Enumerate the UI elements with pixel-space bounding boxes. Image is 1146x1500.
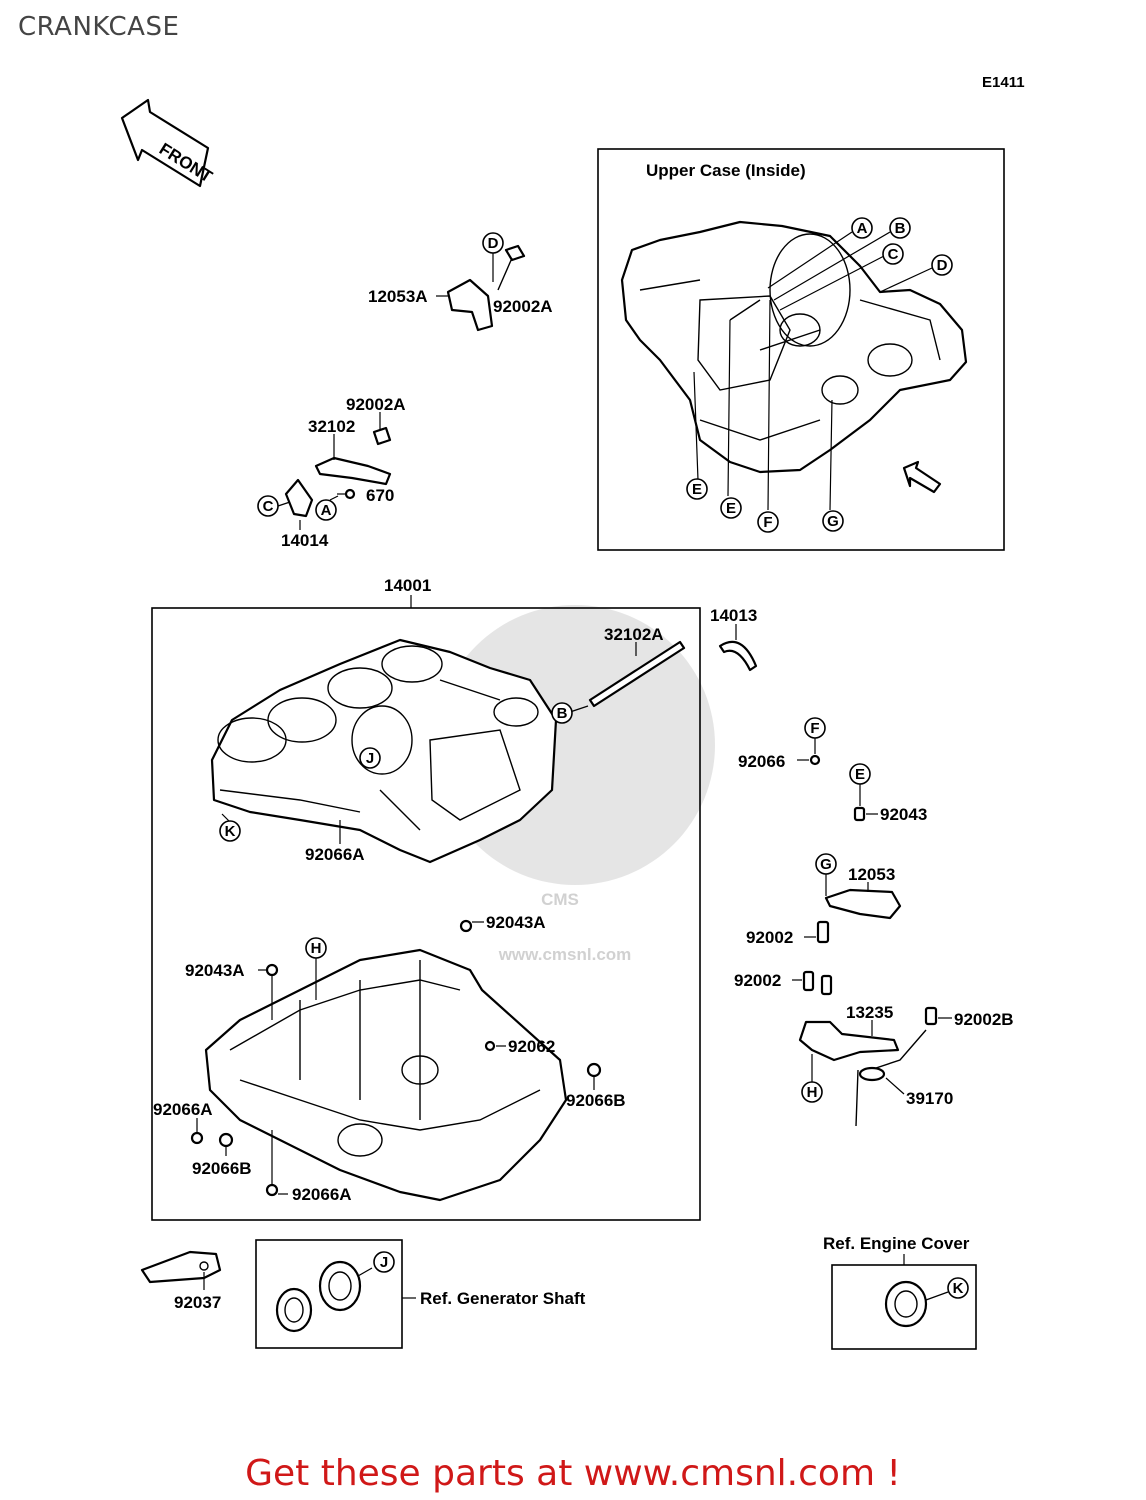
callout-H-right: H — [801, 1081, 823, 1103]
svg-text:D: D — [937, 257, 948, 274]
callout-E-inset-2: E — [720, 497, 742, 519]
upper-crankcase-drawing — [210, 638, 558, 864]
ref-engine-cover: Ref. Engine Cover — [823, 1234, 970, 1253]
callout-E-right: E — [849, 763, 871, 785]
svg-text:B: B — [895, 220, 906, 237]
part-32102-group — [277, 412, 392, 530]
callout-J-main: J — [359, 747, 381, 769]
svg-text:C: C — [263, 498, 274, 515]
svg-text:G: G — [827, 513, 839, 530]
svg-text:G: G — [820, 856, 832, 873]
callout-C-inset: C — [882, 243, 904, 265]
label-92066B-left: 92066B — [192, 1159, 252, 1178]
upper-case-title: Upper Case (Inside) — [646, 161, 806, 180]
label-32102: 32102 — [308, 417, 355, 436]
svg-text:D: D — [488, 235, 499, 252]
generator-shaft-seals — [255, 1239, 416, 1349]
part-92037 — [140, 1250, 222, 1290]
callout-G-right: G — [815, 853, 837, 875]
label-92002B: 92002B — [954, 1010, 1014, 1029]
part-32102A — [569, 640, 686, 713]
upper-case-inset: Upper Case (Inside) — [597, 148, 1005, 551]
callout-E-inset-1: E — [686, 478, 708, 500]
label-92043A-right: 92043A — [486, 913, 546, 932]
callout-B-main: B — [551, 702, 573, 724]
svg-text:E: E — [855, 766, 865, 783]
label-14014: 14014 — [281, 531, 329, 550]
label-92066A-bottom: 92066A — [292, 1185, 352, 1204]
label-92002A-mid: 92002A — [346, 395, 406, 414]
svg-text:F: F — [810, 720, 819, 737]
part-12053A-group — [436, 244, 526, 332]
svg-text:E: E — [692, 481, 702, 498]
svg-text:A: A — [321, 502, 332, 519]
part-14013 — [718, 624, 758, 672]
ref-generator-shaft: Ref. Generator Shaft — [420, 1289, 586, 1308]
right-column-parts — [792, 738, 952, 1127]
svg-text:C: C — [888, 246, 899, 263]
label-92043: 92043 — [880, 805, 927, 824]
diagram-code: E1411 — [982, 74, 1025, 91]
callout-F-inset: F — [757, 511, 779, 533]
label-670: 670 — [366, 486, 394, 505]
svg-text:B: B — [557, 705, 568, 722]
svg-text:A: A — [857, 220, 868, 237]
label-92062: 92062 — [508, 1037, 555, 1056]
watermark-logo-text: CMS — [541, 890, 579, 909]
main-assembly — [151, 595, 701, 1221]
svg-text:J: J — [366, 750, 374, 767]
svg-text:F: F — [763, 514, 772, 531]
label-39170: 39170 — [906, 1089, 953, 1108]
svg-text:J: J — [380, 1254, 388, 1271]
label-92002A-top: 92002A — [493, 297, 553, 316]
label-92066: 92066 — [738, 752, 785, 771]
callout-A-left: A — [315, 499, 337, 521]
callout-D-inset: D — [931, 254, 953, 276]
svg-text:K: K — [225, 823, 236, 840]
label-14013: 14013 — [710, 606, 757, 625]
svg-text:E: E — [726, 500, 736, 517]
svg-text:H: H — [311, 940, 322, 957]
lower-crankcase-drawing — [190, 919, 602, 1202]
label-92066A-upper: 92066A — [305, 845, 365, 864]
callout-H-lower: H — [305, 937, 327, 959]
label-92043A-left: 92043A — [185, 961, 245, 980]
label-14001: 14001 — [384, 576, 431, 595]
callout-F-right: F — [804, 717, 826, 739]
callout-J-ref: J — [373, 1251, 395, 1273]
callout-K-ref: K — [947, 1277, 969, 1299]
svg-text:H: H — [807, 1084, 818, 1101]
callout-K-main: K — [219, 820, 241, 842]
engine-cover-seal — [831, 1254, 977, 1350]
front-arrow: FRONT — [120, 98, 216, 188]
label-92037: 92037 — [174, 1293, 221, 1312]
callout-C-left: C — [257, 495, 279, 517]
label-92066A-left: 92066A — [153, 1100, 213, 1119]
page-title: CRANKCASE — [18, 12, 180, 42]
label-92066B-right: 92066B — [566, 1091, 626, 1110]
label-12053: 12053 — [848, 865, 895, 884]
callout-B-inset: B — [889, 217, 911, 239]
label-12053A: 12053A — [368, 287, 428, 306]
label-13235: 13235 — [846, 1003, 893, 1022]
callout-A-inset: A — [851, 217, 873, 239]
callout-G-inset: G — [822, 510, 844, 532]
footer-cta-link[interactable]: Get these parts at www.cmsnl.com ! — [245, 1453, 901, 1494]
svg-text:K: K — [953, 1280, 964, 1297]
label-92002-b: 92002 — [734, 971, 781, 990]
label-32102A: 32102A — [604, 625, 664, 644]
label-92002-a: 92002 — [746, 928, 793, 947]
callout-D-top: D — [482, 232, 504, 254]
watermark-url: www.cmsnl.com — [498, 945, 632, 964]
